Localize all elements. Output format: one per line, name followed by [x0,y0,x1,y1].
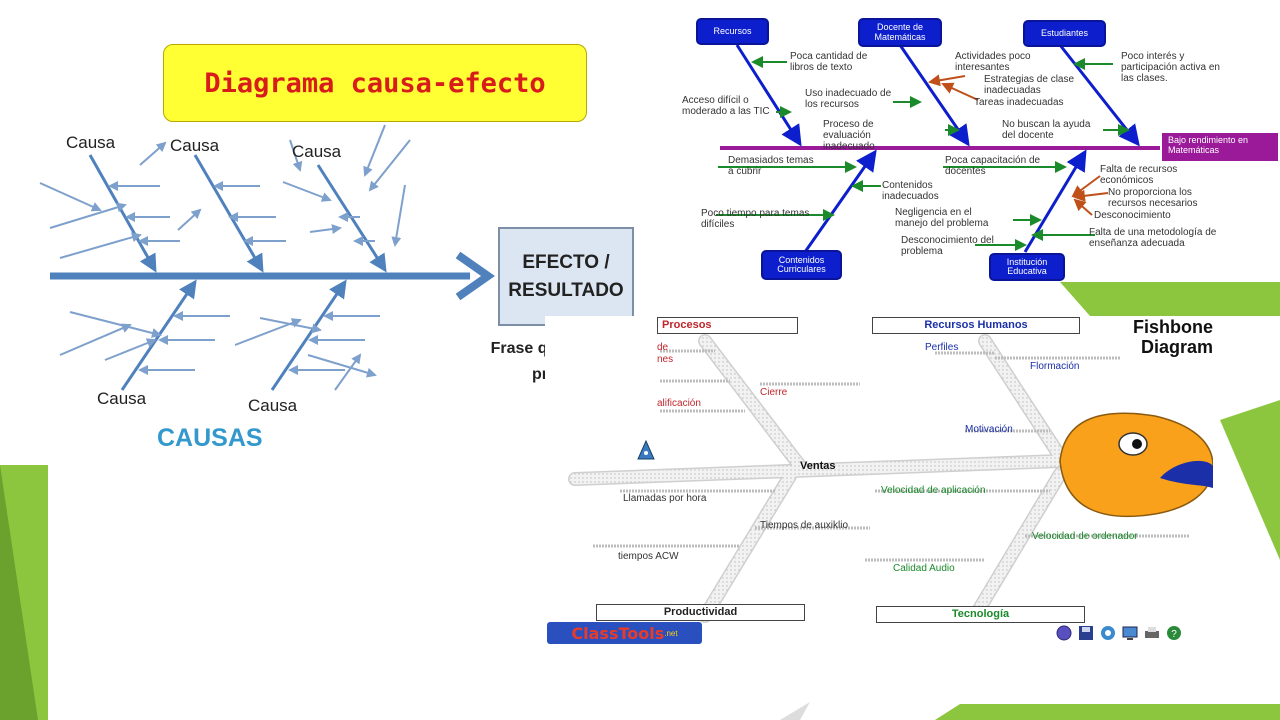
classtools-logo[interactable]: ClassTools.net [547,622,702,644]
slide-title-box: Diagrama causa-efecto [163,44,587,122]
fishbone-tool-diagram [568,334,1213,623]
item-productividad: Llamadas por hora [623,493,707,504]
item-tecnologia: Velocidad de aplicación [881,485,986,496]
math-fishbone-panel: Recursos Docente de Matemáticas Estudian… [675,0,1280,282]
cause-text: Falta de una metodología de enseñanza ad… [1089,227,1217,249]
svg-text:?: ? [1171,629,1177,640]
item-tecnologia: Calidad Audio [893,563,955,574]
item-procesos: nes [657,354,674,365]
item-productividad: tiempos ACW [618,551,679,562]
cause-text: Contenidos inadecuados [882,180,939,202]
category-label-tecnologia: Tecnología [876,606,1085,623]
cause-text: Estrategias de clase inadecuadas [984,74,1075,96]
effect-box-math: Bajo rendimiento en Matemáticas [1162,133,1278,161]
item-procesos: alificación [657,398,701,409]
category-box-docente: Docente de Matemáticas [858,18,942,47]
generic-fishbone-diagram [39,124,495,391]
effect-label: EFECTO / RESULTADO [508,251,624,301]
category-box-recursos: Recursos [696,18,769,45]
logo-suffix: .net [664,628,678,638]
cause-text: Poco tiempo para temas difíciles [701,208,810,230]
fish-head [1059,412,1213,518]
causes-heading: CAUSAS [157,424,263,452]
cause-label: Causa [66,133,116,152]
cause-text: Uso inadecuado de los recursos [805,88,892,110]
math-fishbone-diagram [716,44,1270,253]
save-icon[interactable] [1077,624,1095,642]
globe-icon[interactable] [1055,624,1073,642]
cause-label: Causa [97,389,147,408]
cause-text: Poco interés y participación activa en l… [1121,51,1220,84]
print-icon[interactable] [1143,624,1161,642]
category-box-contenidos: Contenidos Curriculares [761,250,842,280]
cause-text: Poca capacitación de docentes [945,155,1041,177]
item-rrhh: Perfiles [925,342,959,353]
fishbone-tool-panel: Procesos Recursos Humanos Productividad … [545,316,1213,644]
spine-label: Ventas [800,460,836,472]
cause-text: Desconocimiento [1094,210,1171,221]
cause-text: Negligencia en el manejo del problema [895,207,989,229]
cause-text: Proceso de evaluación inadecuado [823,119,875,152]
settings-icon[interactable] [1099,624,1117,642]
toolbar: ? [1055,624,1183,642]
item-rrhh: Motivación [965,424,1013,435]
cause-label: Causa [248,396,298,415]
cause-text: Demasiados temas a cubrir [728,155,814,177]
cause-text: No buscan la ayuda del docente [1002,119,1091,141]
slide-title: Diagrama causa-efecto [204,67,546,99]
cause-label: Causa [170,136,220,155]
item-tecnologia: Velocidad de ordenador [1032,531,1138,542]
category-box-estudiantes: Estudiantes [1023,20,1106,47]
cause-text: Poca cantidad de libros de texto [790,51,868,73]
category-label-procesos: Procesos [657,317,798,334]
cause-text: Tareas inadecuadas [974,97,1064,108]
item-rrhh: Flormación [1030,361,1080,372]
spine-arrow [50,251,495,301]
category-box-institucion: Institución Educativa [989,253,1065,281]
help-icon[interactable]: ? [1165,624,1183,642]
triangle-icon [637,439,655,460]
item-procesos: de [657,342,669,353]
item-procesos: Cierre [760,387,788,398]
effect-box: EFECTO / RESULTADO [498,227,634,326]
cause-label: Causa [292,142,342,161]
category-label-rrhh: Recursos Humanos [872,317,1080,334]
cause-text: Actividades poco interesantes [955,51,1031,73]
cause-text: No proporciona los recursos necesarios [1108,187,1198,209]
fishbone-tool-title: Fishbone Diagram [1133,317,1213,357]
minor-bones [39,124,411,391]
cause-text: Acceso difícil o moderado a las TIC [682,95,770,117]
monitor-icon[interactable] [1121,624,1139,642]
item-productividad: Tiempos de auxiklio [760,520,849,531]
cause-text: Falta de recursos económicos [1100,164,1178,186]
logo-text: ClassTools [571,623,665,643]
cause-text: Desconocimiento del problema [901,235,994,257]
category-label-productividad: Productividad [596,604,805,621]
